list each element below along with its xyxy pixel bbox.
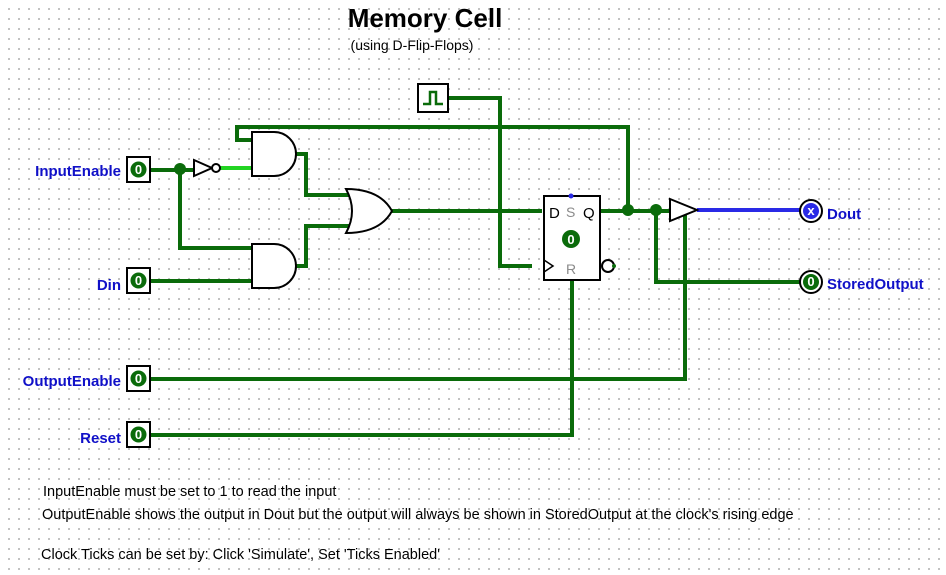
ff-s-label: S (566, 204, 575, 220)
pin-dout[interactable]: x (799, 199, 823, 223)
pin-label-reset: Reset (80, 430, 121, 447)
pin-label-stored-output: StoredOutput (827, 276, 924, 293)
pin-reset[interactable]: 0 (126, 421, 151, 448)
wire-enable-to-and2 (178, 168, 254, 250)
note-output-enable: OutputEnable shows the output in Dout bu… (42, 507, 794, 523)
junction-dot (622, 204, 634, 216)
wire-reset (148, 278, 574, 437)
pin-value: 0 (135, 273, 142, 288)
note-clock-ticks: Clock Ticks can be set by: Click 'Simula… (41, 547, 440, 563)
pin-stored-output[interactable]: 0 (799, 270, 823, 294)
or-gate[interactable] (344, 187, 394, 235)
pin-label-dout: Dout (827, 206, 861, 223)
and-gate-1[interactable] (251, 131, 297, 177)
wire-and1-or (292, 152, 352, 197)
wire-stored-output (654, 209, 802, 284)
ff-q-label: Q (583, 205, 595, 222)
not-gate[interactable] (193, 158, 221, 178)
ff-d-label: D (549, 205, 560, 222)
note-input-enable: InputEnable must be set to 1 to read the… (43, 484, 336, 500)
wire-q-feedback (235, 125, 630, 212)
pin-input-enable[interactable]: 0 (126, 156, 151, 183)
pin-value: 0 (135, 371, 142, 386)
ff-state-value: 0 (567, 232, 574, 247)
pin-label-din: Din (97, 277, 121, 294)
ff-state-indicator (562, 230, 580, 248)
wires (148, 96, 808, 437)
wire-clock (446, 96, 532, 268)
pin-label-output-enable: OutputEnable (23, 373, 121, 390)
ff-qbar-port (612, 264, 616, 268)
clock-wave-icon (423, 90, 443, 106)
pin-din[interactable]: 0 (126, 267, 151, 294)
junction-dot (650, 204, 662, 216)
page-subtitle: (using D-Flip-Flops) (351, 37, 474, 53)
wire-output-enable (148, 215, 687, 381)
and-gate-2[interactable] (251, 243, 297, 289)
wire-and2-or (292, 224, 352, 268)
ff-r-label: R (566, 261, 576, 277)
pin-value: x (807, 203, 815, 218)
clock-source[interactable] (417, 83, 449, 113)
d-flip-flop[interactable]: D S Q R 0 (543, 193, 616, 281)
junction-dot (174, 163, 186, 175)
ff-clock-triangle (543, 259, 555, 273)
ff-s-port (568, 193, 574, 199)
pin-value: 0 (135, 427, 142, 442)
pin-value: 0 (807, 274, 814, 289)
page-title: Memory Cell (348, 3, 503, 33)
pin-value: 0 (135, 162, 142, 177)
output-buffer[interactable] (669, 197, 700, 223)
pin-label-input-enable: InputEnable (35, 163, 121, 180)
pin-output-enable[interactable]: 0 (126, 365, 151, 392)
